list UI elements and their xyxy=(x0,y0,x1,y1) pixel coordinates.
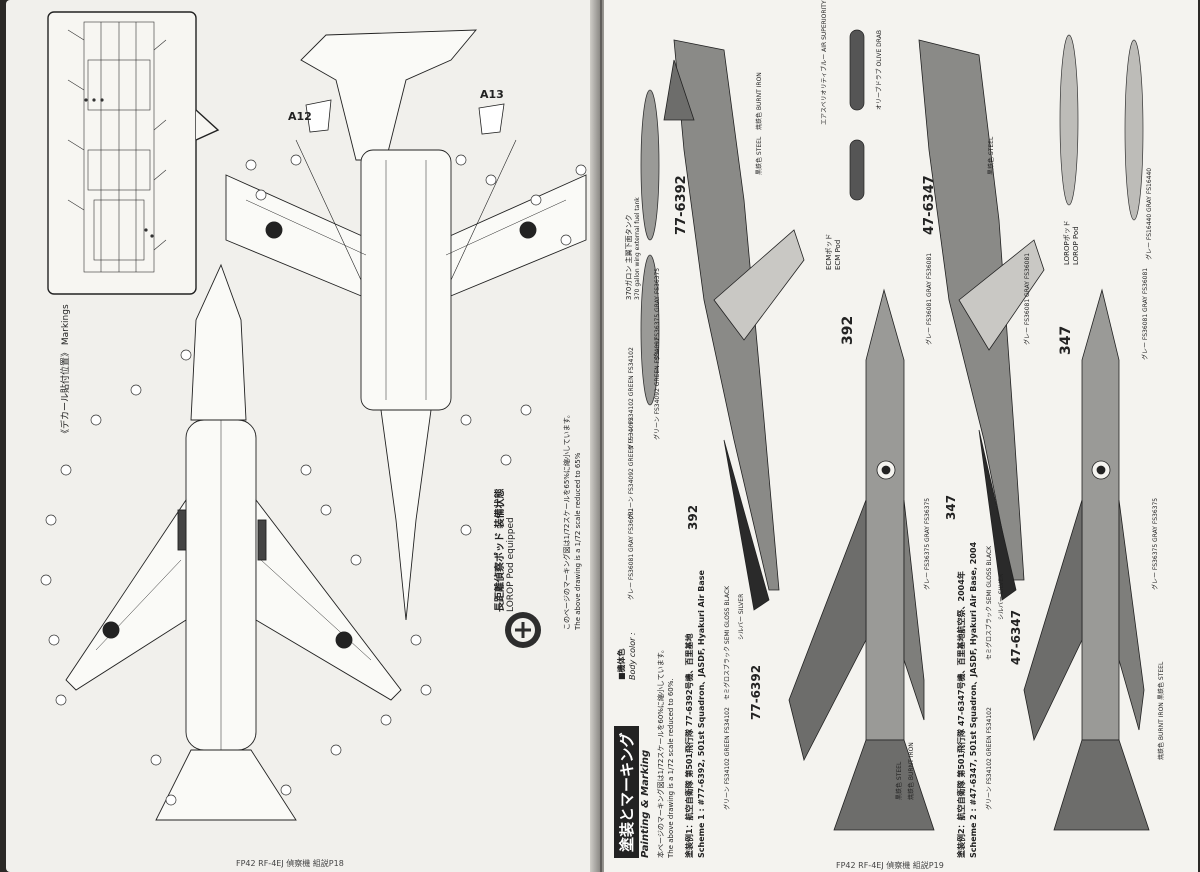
ecm-pod-label-en: ECM Pod xyxy=(834,239,842,270)
serial-scheme1-side: 77-6392 xyxy=(674,175,689,235)
color-gray-36081-s1top: グレー FS36081 GRAY FS36081 xyxy=(926,252,933,345)
color-burnt-iron-s2top: 焼鉄色 BURNT IRON xyxy=(1158,702,1165,760)
right-page: 塗装とマーキング Painting & Marking 本ページのマーキング図は… xyxy=(604,0,1198,872)
color-gray-16440: グレー FS16440 GRAY FS16440 xyxy=(1146,167,1153,260)
left-scale-note-ja: このページのマーキング図は1/72スケールを65%に縮小しています。 xyxy=(563,410,571,630)
color-burnt-iron-s1: 焼鉄色 BURNT IRON xyxy=(756,72,763,130)
part-a13 xyxy=(478,103,505,135)
color-gray-36081-s2: グレー FS36081 GRAY FS36081 xyxy=(1024,252,1031,345)
color-green-34102: グリーン FS34102 GREEN FS34102 xyxy=(628,347,635,450)
lorop-pod-label-en: LOROP Pod xyxy=(1072,226,1080,265)
color-gray-36081: グレー FS36081 GRAY FS36081 xyxy=(628,507,635,600)
left-page: 《デカール貼付位置》 Markings 長距離偵察ポッド 装備状態 LOROP … xyxy=(6,0,598,872)
left-page-footer: FP42 RF-4EJ 偵察機 組説P18 xyxy=(236,859,344,868)
right-page-footer: FP42 RF-4EJ 偵察機 組説P19 xyxy=(836,861,944,870)
color-gray-36081-s2top: グレー FS36081 GRAY FS36081 xyxy=(1142,267,1149,360)
serial-short-scheme2-nose: 347 xyxy=(1058,325,1074,355)
serial-scheme1-lower: 77-6392 xyxy=(749,664,763,720)
body-color-en: Body color : xyxy=(628,632,637,680)
color-steel-s1: 黒鉄色 STEEL xyxy=(756,136,763,175)
fuel-tank-label-ja: 370ガロン 主翼下面タンク xyxy=(625,214,633,300)
color-silver-s2: シルバー SILVER xyxy=(998,573,1005,620)
color-gray-36375-s2: グレー FS36375 GRAY FS36375 xyxy=(924,497,931,590)
lorop-equipped-en: LOROP Pod equipped xyxy=(506,517,516,612)
markings-heading: 《デカール貼付位置》 Markings xyxy=(61,304,71,438)
color-gray-36375: グレー FS36375 GRAY FS36375 xyxy=(654,267,661,360)
left-page-drawings xyxy=(40,11,587,821)
part-a12-label: A12 xyxy=(288,110,312,123)
right-scale-note-ja: 本ページのマーキング図は1/72スケールを60%に縮小しています。 xyxy=(657,645,665,858)
aircraft-bottom-view xyxy=(65,263,402,821)
color-steel-s2: 黒鉄色 STEEL xyxy=(988,136,995,175)
color-steel-s1top: 黒鉄色 STEEL xyxy=(896,761,903,800)
ecm-pod-drawings xyxy=(849,29,865,201)
scheme1-title-ja: 塗装例1：航空自衛隊 第501飛行隊 77-6392号機、百里基地 xyxy=(685,633,694,858)
serial-short-scheme2: 347 xyxy=(944,494,958,520)
scheme1-aircraft-side xyxy=(663,39,805,611)
scheme2-title-en: Scheme 2 : #47-6347, 501st Squadron、JASD… xyxy=(969,541,978,858)
color-gray-36375-s2top: グレー FS36375 GRAY FS36375 xyxy=(1152,497,1159,590)
lorop-pod-drawings xyxy=(1059,34,1144,221)
section-title-en: Painting & Marking xyxy=(640,749,651,858)
right-scale-note-en: The above drawing is a 1/72 scale reduce… xyxy=(667,678,675,858)
scheme2-aircraft-top xyxy=(1023,288,1150,831)
right-page-drawings xyxy=(640,29,1150,831)
scheme2-title-ja: 塗装例2：航空自衛隊 第501飛行隊 47-6347号機、百里基地航空祭、200… xyxy=(957,571,966,858)
color-semi-gloss-black: セミグロスブラック SEMI GLOSS BLACK xyxy=(724,585,731,700)
color-steel-s2top: 黒鉄色 STEEL xyxy=(1158,661,1165,700)
color-burnt-iron-s1top: 焼鉄色 BURNT IRON xyxy=(908,742,915,800)
part-a13-label: A13 xyxy=(480,88,504,101)
detail-inset xyxy=(47,11,220,295)
left-scale-note-en: The above drawing is a 1/72 scale reduce… xyxy=(574,452,582,630)
scheme1-title-en: Scheme 1 : #77-6392, 501st Squadron、JASD… xyxy=(697,570,706,858)
serial-short-scheme1: 392 xyxy=(686,504,700,530)
color-air-superiority-blue: エアスペリオリティブルー AIR SUPERIORITY BLUE xyxy=(821,0,828,125)
color-olive-drab: オリーブドラブ OLIVE DRAB xyxy=(876,30,883,110)
serial-short-scheme1-nose: 392 xyxy=(840,315,856,345)
color-semi-gloss-black-s2: セミグロスブラック SEMI GLOSS BLACK xyxy=(986,545,993,660)
scheme2-aircraft-side xyxy=(918,39,1045,601)
color-silver: シルバー SILVER xyxy=(738,593,745,640)
part-a12 xyxy=(305,99,332,133)
color-green-34102-s1: グリーン FS34102 GREEN FS34102 xyxy=(724,707,731,810)
body-color-ja: ■機体色 xyxy=(617,648,626,680)
serial-scheme2-side: 47-6347 xyxy=(922,175,937,235)
color-green-34102-s2: グリーン FS34102 GREEN FS34102 xyxy=(986,707,993,810)
section-title-ja: 塗装とマーキング xyxy=(614,726,639,858)
aircraft-top-view xyxy=(225,29,587,621)
ecm-pod-label-ja: ECMポッド xyxy=(825,233,833,270)
fuel-tank-drawings xyxy=(640,89,660,406)
callout-markers xyxy=(40,154,587,806)
lorop-pod-label-ja: LOROPポッド xyxy=(1063,220,1071,265)
lorop-equipped-ja: 長距離偵察ポッド 装備状態 xyxy=(495,488,506,612)
fuel-tank-label-en: 370 gallon wing external fuel tank xyxy=(634,197,641,300)
serial-scheme2-lower: 47-6347 xyxy=(1009,609,1023,665)
scheme1-aircraft-top xyxy=(788,288,935,831)
lorop-pod-emblem xyxy=(505,612,541,648)
